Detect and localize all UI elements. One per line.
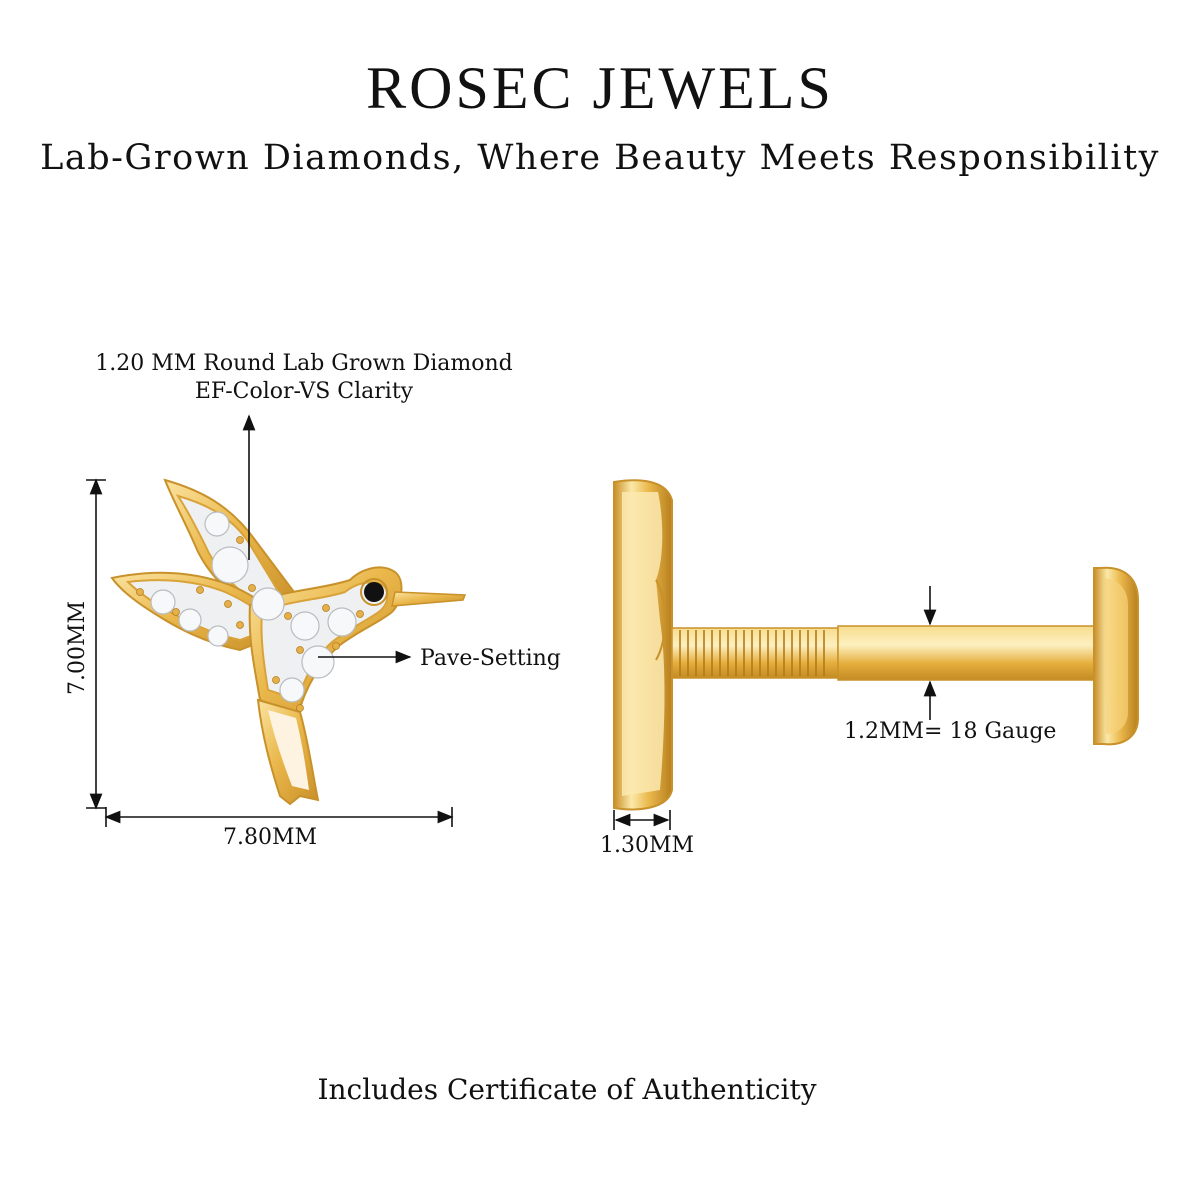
width-label: 7.80MM <box>222 825 318 850</box>
certificate-note: Includes Certificate of Authenticity <box>317 1073 817 1106</box>
width-dimension-line <box>104 807 454 827</box>
brand-tagline: Lab-Grown Diamonds, Where Beauty Meets R… <box>40 138 1160 178</box>
diamond-spec-line-2: EF-Color-VS Clarity <box>194 379 414 404</box>
hummingbird-earring-front-icon <box>110 478 467 806</box>
thickness-dimension-line <box>613 810 671 830</box>
height-label: 7.00MM <box>65 600 90 696</box>
gauge-label: 1.2MM= 18 Gauge <box>844 719 1057 744</box>
brand-title: ROSEC JEWELS <box>366 55 834 121</box>
diamond-spec-line-1: 1.20 MM Round Lab Grown Diamond <box>95 351 513 376</box>
pave-setting-label: Pave-Setting <box>420 646 561 671</box>
diamond-spec-label: 1.20 MM Round Lab Grown Diamond EF-Color… <box>60 350 548 406</box>
thickness-label: 1.30MM <box>600 833 695 858</box>
height-dimension-line <box>86 478 106 810</box>
earring-side-view-icon <box>613 479 1139 811</box>
